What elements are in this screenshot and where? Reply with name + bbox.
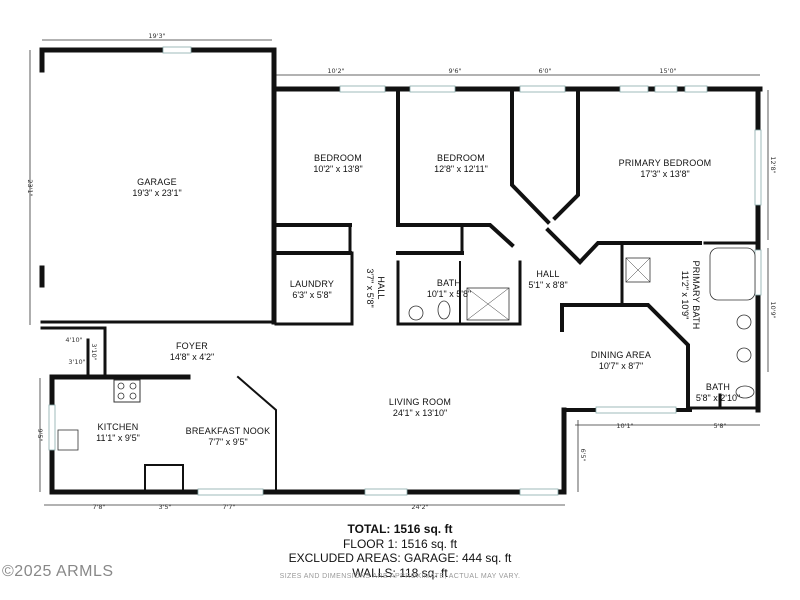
- bathtub-icon: [709, 247, 756, 301]
- breakfast-nook-dims: 7'7" x 9'5": [208, 437, 247, 447]
- bath1-label: BATH: [437, 278, 461, 288]
- primary-bedroom-dims: 17'3" x 13'8": [640, 169, 689, 179]
- pbath-sink2-icon: [736, 347, 752, 363]
- area-totals: TOTAL: 1516 sq. ft FLOOR 1: 1516 sq. ft …: [0, 522, 800, 580]
- breakfast-nook-label: BREAKFAST NOOK: [186, 426, 271, 436]
- hall1-label: HALL: [376, 276, 386, 299]
- hall2-label: HALL: [536, 269, 559, 279]
- pbath-sink1-icon: [736, 314, 752, 330]
- stove-icon: [113, 379, 141, 403]
- living-room-dims: 24'1" x 13'10": [393, 408, 447, 418]
- total-area: TOTAL: 1516 sq. ft: [347, 522, 453, 536]
- dim-bottom-mid: 3'5": [158, 503, 171, 511]
- living-room-label: LIVING ROOM: [389, 397, 451, 407]
- hall1-dims: 3'7" x 5'8": [365, 268, 375, 307]
- bedroom1-label: BEDROOM: [314, 153, 362, 163]
- dim-bottom-living: 24'2": [411, 503, 428, 511]
- kitchen-label: KITCHEN: [98, 422, 139, 432]
- dim-bottom-kitchen: 7'8": [92, 503, 105, 511]
- dining-label: DINING AREA: [591, 350, 651, 360]
- disclaimer: SIZES AND DIMENSIONS ARE APPROXIMATE, AC…: [279, 573, 521, 580]
- watermark: ©2025 ARMLS: [2, 563, 114, 580]
- bedroom2-dims: 12'8" x 12'11": [434, 164, 488, 174]
- walls: [39, 47, 763, 495]
- foyer-dims: 14'8" x 4'2": [170, 352, 214, 362]
- dim-kitchen-left: 9'5": [36, 428, 44, 441]
- dim-foyer-left-a: 4'10": [65, 336, 82, 344]
- dim-bed2-top: 9'6": [448, 67, 461, 75]
- bath1-dims: 10'1" x 5'8": [427, 289, 471, 299]
- primary-bath-label: PRIMARY BATH: [691, 261, 701, 330]
- kitchen-sink-icon: [57, 429, 79, 451]
- bath2-label: BATH: [706, 382, 730, 392]
- walls-area: WALLS: 118 sq. ft: [352, 565, 448, 580]
- excluded-area: EXCLUDED AREAS: GARAGE: 444 sq. ft: [288, 551, 512, 565]
- dim-bottom-nook: 7'7": [222, 503, 235, 511]
- dim-garage-left: 23'1": [26, 179, 34, 196]
- bath2-toilet-icon: [735, 385, 755, 399]
- dimension-labels: 19'3" 23'1" 10'2" 9'6" 6'0" 15'0" 12'8" …: [26, 32, 777, 511]
- dim-living-right: 6'5": [579, 448, 587, 461]
- dim-pbath-right: 10'9": [769, 301, 777, 318]
- dim-primary-right: 12'8": [769, 156, 777, 173]
- primary-bedroom-label: PRIMARY BEDROOM: [619, 158, 712, 168]
- room-labels: GARAGE 19'3" x 23'1" BEDROOM 10'2" x 13'…: [96, 153, 740, 447]
- dim-hall-top: 6'0": [538, 67, 551, 75]
- laundry-dims: 6'3" x 5'8": [292, 290, 331, 300]
- dim-bath2-bottom: 5'8": [713, 422, 726, 430]
- dim-dining-bottom: 10'1": [616, 422, 633, 430]
- bedroom2-label: BEDROOM: [437, 153, 485, 163]
- hall2-dims: 5'1" x 8'8": [528, 280, 567, 290]
- dim-bed1-top: 10'2": [327, 67, 344, 75]
- fixtures: [57, 247, 756, 451]
- dim-foyer-left-b: 3'10": [90, 343, 98, 360]
- garage-dims: 19'3" x 23'1": [132, 188, 181, 198]
- bath1-sink-icon: [408, 305, 424, 321]
- dim-garage-top: 19'3": [148, 32, 165, 40]
- dining-dims: 10'7" x 8'7": [599, 361, 643, 371]
- floor1-area: FLOOR 1: 1516 sq. ft: [342, 536, 458, 551]
- dimension-lines: [29, 39, 769, 506]
- garage-label: GARAGE: [137, 177, 177, 187]
- laundry-label: LAUNDRY: [290, 279, 334, 289]
- primary-bath-dims: 11'2" x 10'9": [680, 271, 690, 320]
- dim-foyer-left-c: 3'10": [68, 358, 85, 366]
- foyer-label: FOYER: [176, 341, 208, 351]
- windows: [48, 46, 762, 496]
- bath2-dims: 5'8" x 2'10": [696, 393, 740, 403]
- toilet-icon: [437, 300, 451, 320]
- kitchen-dims: 11'1" x 9'5": [96, 433, 140, 443]
- bedroom1-dims: 10'2" x 13'8": [313, 164, 362, 174]
- dim-primary-top: 15'0": [659, 67, 676, 75]
